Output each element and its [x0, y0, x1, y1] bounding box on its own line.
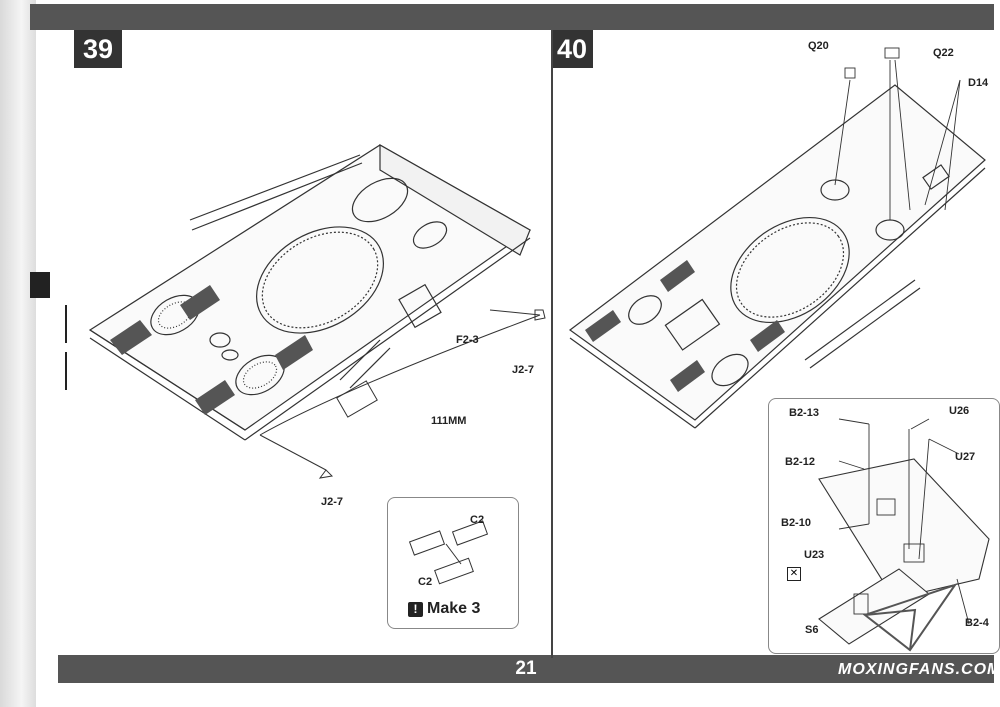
top-bar — [30, 4, 994, 30]
no-glue-icon: ✕ — [787, 567, 801, 581]
label-u27: U27 — [955, 451, 976, 463]
step40-hull-drawing — [568, 47, 986, 429]
step-39-badge: 39 — [74, 30, 122, 68]
label-q22: Q22 — [933, 47, 954, 59]
label-s6: S6 — [805, 624, 819, 636]
page-number: 21 — [515, 658, 537, 679]
step-divider — [551, 30, 553, 658]
make-3-note: ! Make 3 — [408, 600, 480, 618]
binding-mark — [30, 272, 50, 298]
label-u23: U23 — [804, 549, 825, 561]
label-q20: Q20 — [808, 40, 829, 52]
watermark: MOXINGFANS.COM — [838, 661, 1000, 678]
bottom-bar: 21 — [58, 655, 994, 683]
step40-detail-inset: B2-13 U26 B2-12 U27 B2-10 U23 ✕ S6 B2-4 — [768, 398, 1000, 654]
label-u26: U26 — [949, 405, 970, 417]
detail-plate-drawing — [818, 418, 990, 645]
label-d14: D14 — [968, 77, 989, 89]
binding-tick — [65, 352, 67, 390]
label-f2-3: F2-3 — [456, 334, 479, 346]
label-b2-10: B2-10 — [781, 517, 811, 529]
label-b2-12: B2-12 — [785, 456, 815, 468]
label-b2-4: B2-4 — [965, 617, 989, 629]
label-c2-top: C2 — [470, 514, 485, 526]
exclamation-icon: ! — [408, 601, 423, 617]
label-j2-7-bottom: J2-7 — [321, 496, 344, 508]
make-3-callout: C2 C2 ! Make 3 — [387, 497, 519, 629]
track-link-diagram — [408, 520, 489, 585]
binding-edge — [0, 0, 36, 707]
label-b2-13: B2-13 — [789, 407, 819, 419]
label-j2-7-right: J2-7 — [512, 364, 535, 376]
make-3-text: Make 3 — [427, 600, 481, 617]
moxingfans-logo-mark — [862, 583, 958, 652]
step39-hull-drawing — [88, 143, 546, 479]
binding-tick — [65, 305, 67, 343]
label-111mm: 111MM — [431, 415, 467, 427]
step-40-badge: 40 — [551, 30, 593, 68]
label-c2-bottom: C2 — [418, 576, 433, 588]
